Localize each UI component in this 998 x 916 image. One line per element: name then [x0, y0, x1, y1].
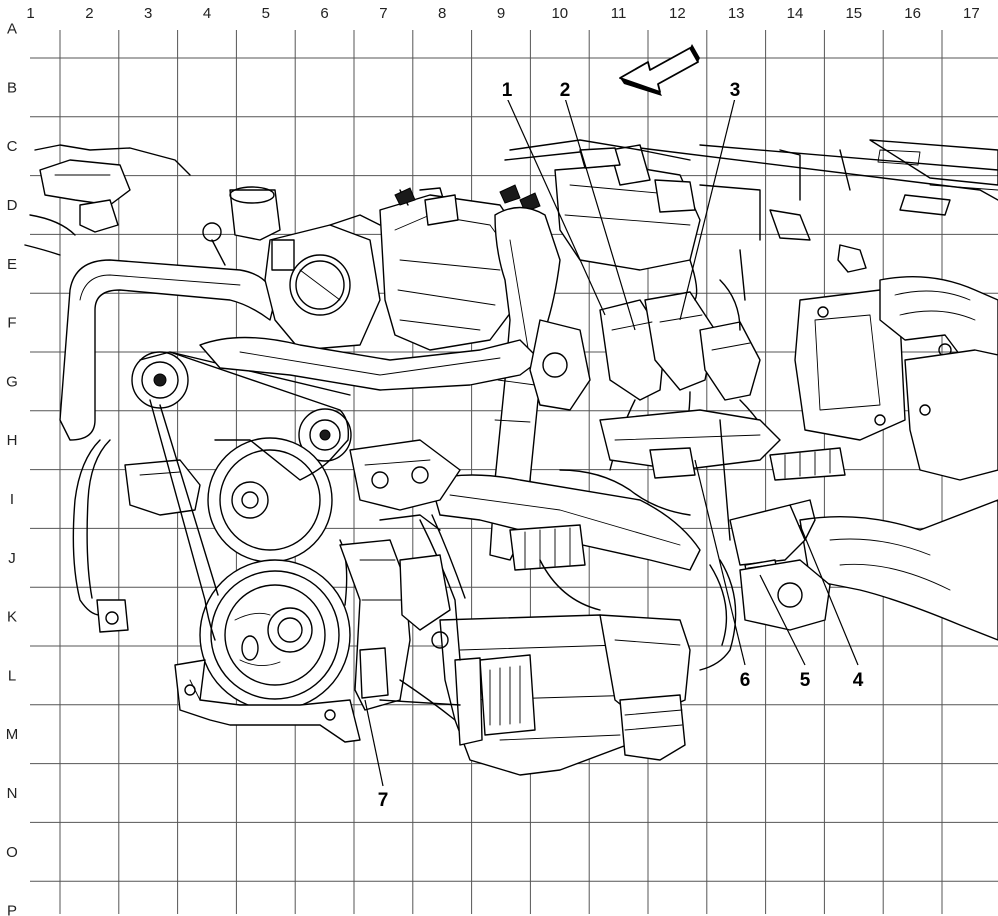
callout-4: 4: [853, 670, 864, 691]
grid-row-label: B: [7, 79, 17, 96]
leader-7: [364, 699, 384, 787]
grid-column-label: 8: [438, 5, 446, 22]
grid-column-label: 6: [320, 5, 328, 22]
grid-row-label: E: [7, 256, 17, 273]
callout-3: 3: [730, 80, 741, 101]
grid-column-label: 17: [963, 5, 980, 22]
engine-illustration: [24, 139, 998, 776]
leader-5: [759, 574, 806, 666]
leader-2: [564, 97, 636, 331]
leader-1: [506, 97, 606, 316]
front-direction-arrow-icon: [619, 44, 700, 96]
grid-row-label: F: [7, 315, 16, 332]
callout-1: 1: [502, 80, 513, 101]
grid-row-label: J: [8, 550, 16, 567]
grid-column-label: 1: [26, 5, 34, 22]
grid-row-label: P: [7, 903, 17, 916]
grid-row-label: A: [7, 21, 17, 38]
callout-2: 2: [560, 80, 571, 101]
grid-column-label: 10: [551, 5, 568, 22]
callout-labels: 1 2 3 4 5 6 7: [374, 78, 867, 811]
grid-row-label: I: [10, 491, 14, 508]
grid-row-label: K: [7, 609, 17, 626]
grid-column-label: 3: [144, 5, 152, 22]
grid-column-label: 2: [85, 5, 93, 22]
grid-column-label: 4: [203, 5, 211, 22]
leader-3: [679, 97, 736, 321]
leader-4: [799, 524, 859, 666]
grid-row-label: C: [7, 138, 18, 155]
grid-row-label: N: [7, 785, 18, 802]
grid-row-label: L: [8, 667, 16, 684]
leader-6: [694, 459, 746, 666]
callout-5: 5: [800, 670, 811, 691]
callout-leader-lines: [364, 97, 859, 787]
grid-column-label: 7: [379, 5, 387, 22]
grid-row-labels: A B C D E F G H I J K L M N O P: [6, 21, 19, 916]
grid-column-label: 12: [669, 5, 686, 22]
grid-column-label: 5: [262, 5, 270, 22]
grid-row-label: H: [7, 432, 18, 449]
grid-row-label: G: [6, 373, 18, 390]
grid-column-label: 16: [904, 5, 921, 22]
grid-row-label: D: [7, 197, 18, 214]
grid-column-label: 13: [728, 5, 745, 22]
grid-row-label: O: [6, 844, 18, 861]
grid-column-label: 14: [787, 5, 804, 22]
grid-column-label: 15: [845, 5, 862, 22]
grid-column-label: 11: [611, 5, 627, 22]
callout-7: 7: [378, 790, 389, 811]
grid-row-label: M: [6, 726, 19, 743]
grid-column-label: 9: [497, 5, 505, 22]
callout-6: 6: [740, 670, 751, 691]
